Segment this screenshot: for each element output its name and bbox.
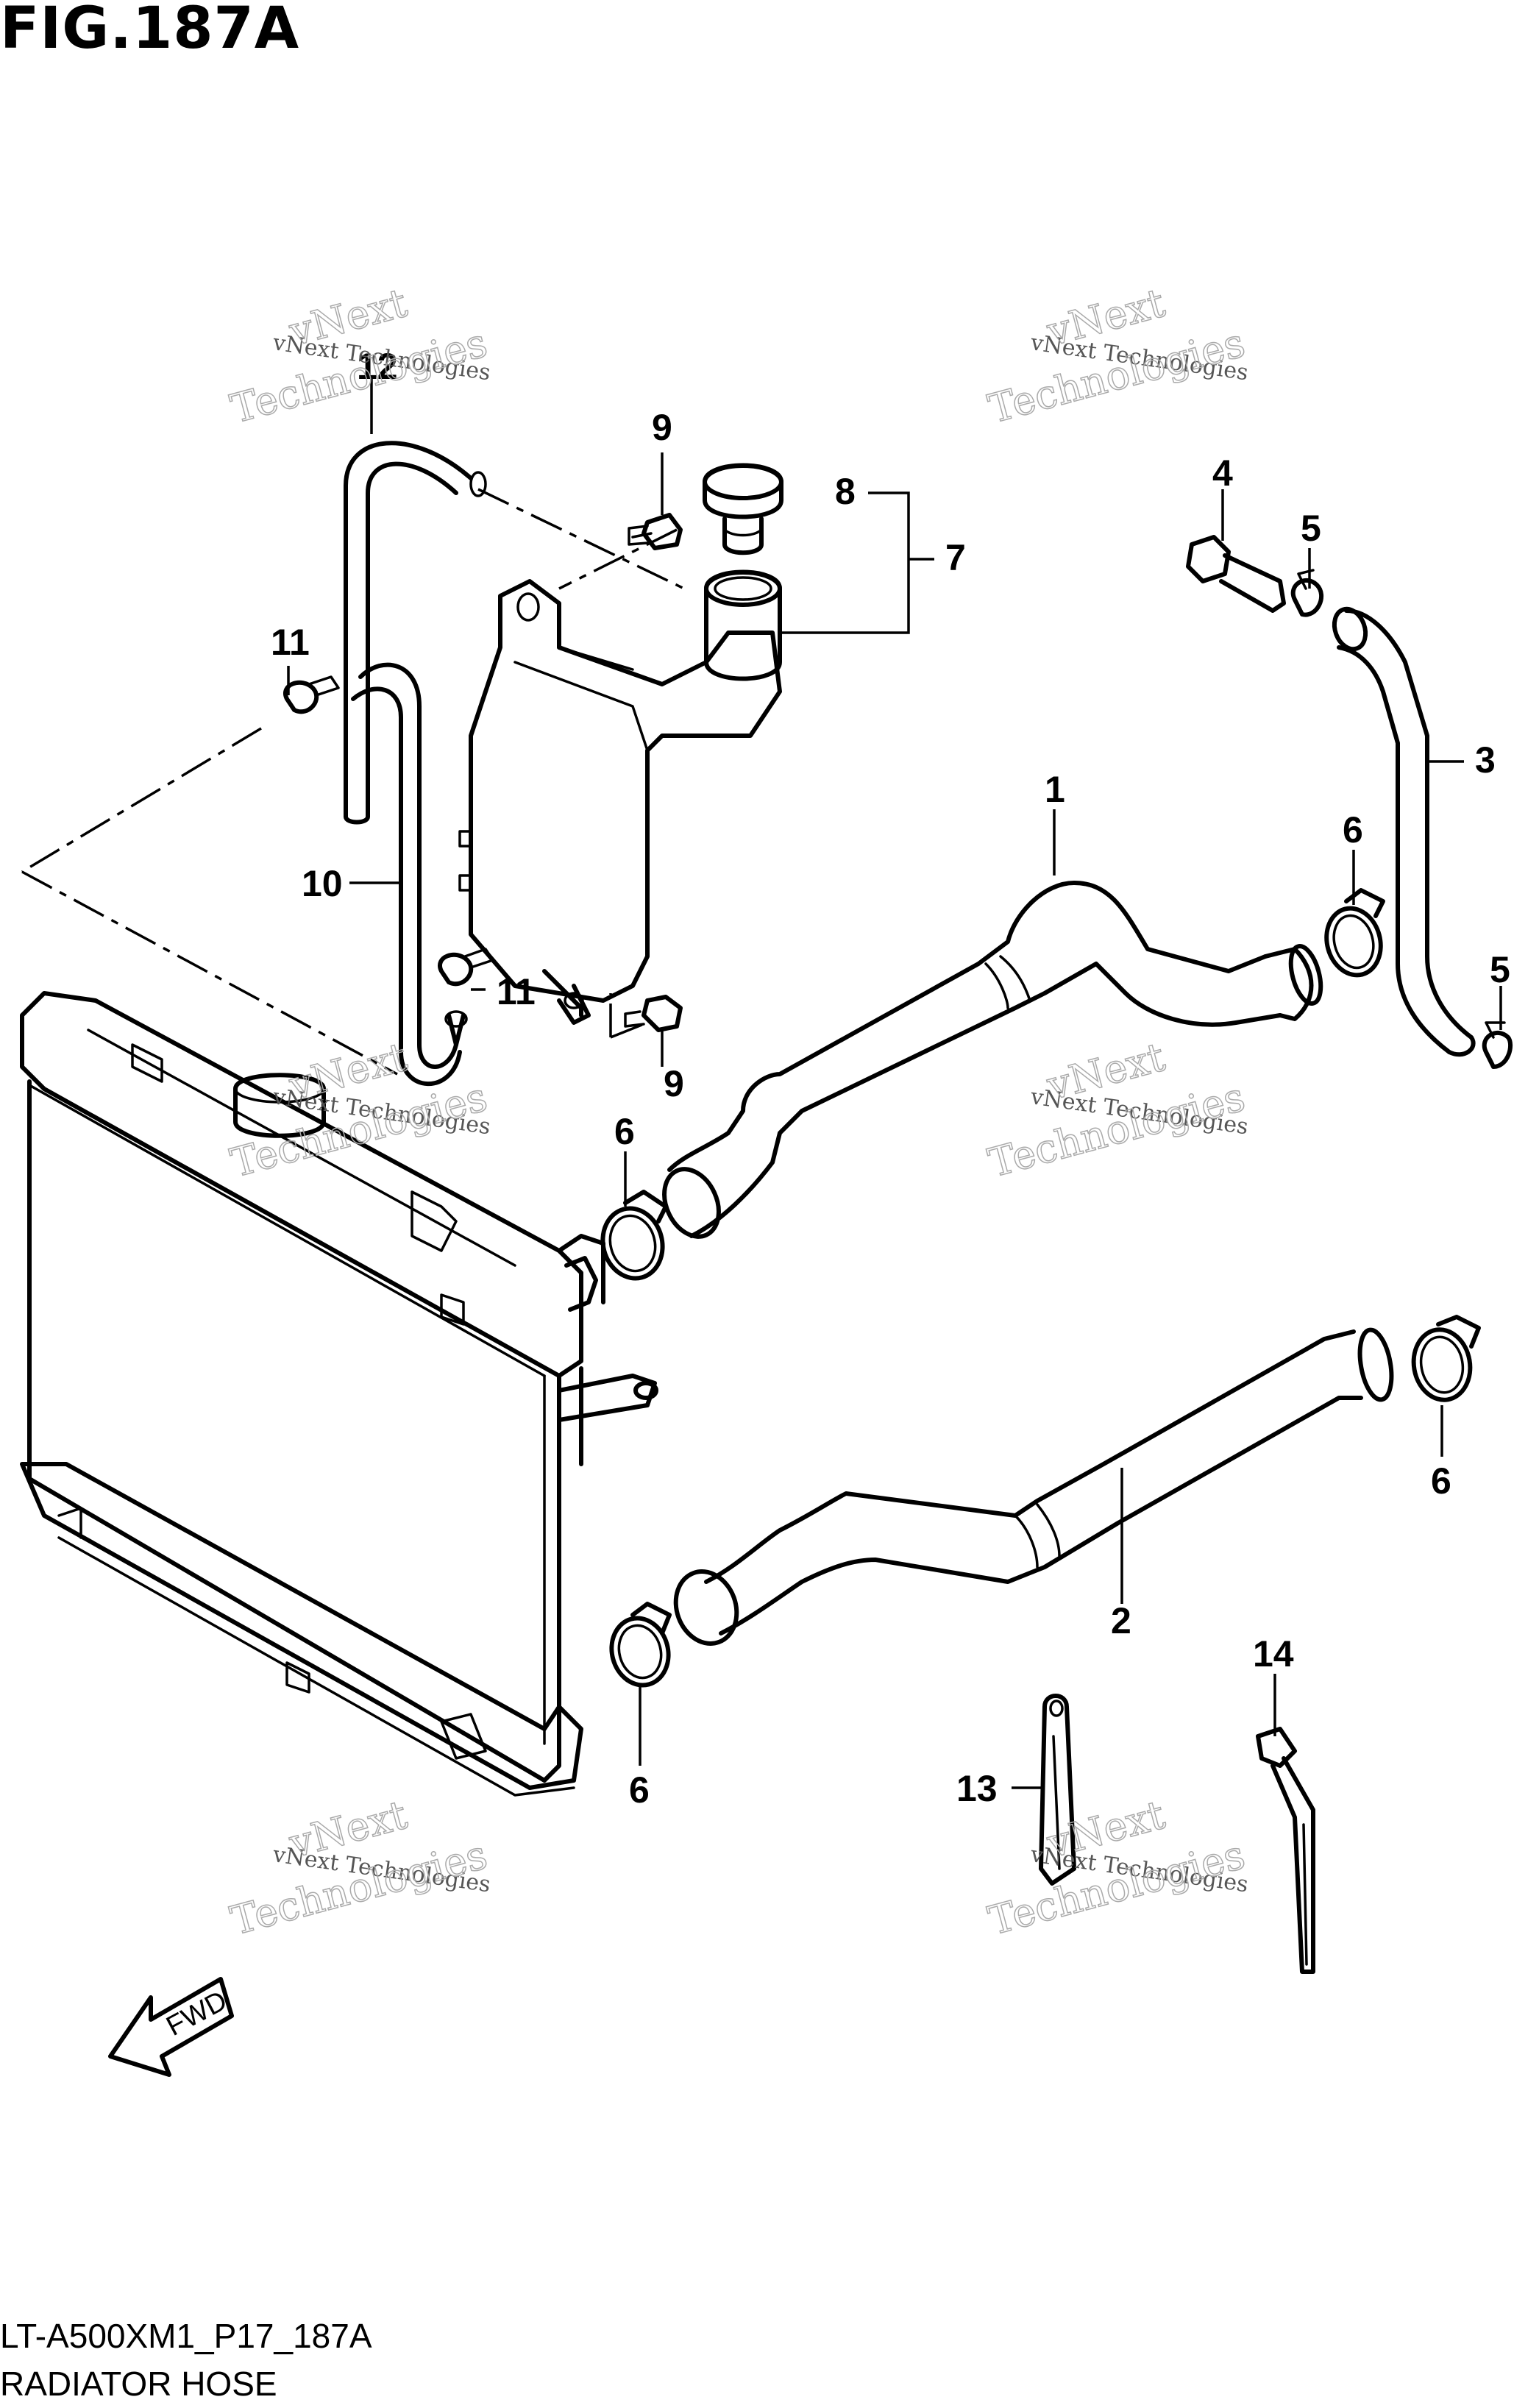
clamp-6-upper-left <box>600 1190 668 1281</box>
callout-11-upper: 11 <box>271 622 310 663</box>
callout-2: 2 <box>1111 1600 1131 1641</box>
callout-6-upper-left: 6 <box>614 1111 635 1152</box>
callout-9-upper: 9 <box>652 407 672 448</box>
callout-6-upper-right: 6 <box>1343 809 1363 850</box>
callout-14: 14 <box>1253 1633 1294 1674</box>
watermark-top-right: vNext Technologies vNext Technologies <box>983 279 1250 433</box>
figure-title: FIG.187A <box>0 0 300 62</box>
reference-lines <box>21 488 685 1076</box>
callout-11-lower: 11 <box>497 971 536 1012</box>
figure-caption: RADIATOR HOSE <box>0 2365 277 2403</box>
clamp-5-lower <box>1482 1021 1513 1069</box>
clamp-6-lower-right <box>1411 1315 1481 1402</box>
watermark-bottom-right: vNext Technologies vNext Technologies <box>983 1791 1250 1944</box>
callout-5-upper: 5 <box>1301 508 1321 549</box>
callout-5-lower: 5 <box>1490 949 1510 990</box>
clamp-11-upper <box>283 675 340 714</box>
bolt-upper <box>628 513 683 550</box>
callout-7: 7 <box>945 537 966 578</box>
hose-1 <box>662 881 1323 1239</box>
callout-13: 13 <box>956 1768 998 1809</box>
hose-3 <box>1332 606 1476 1057</box>
callout-10: 10 <box>302 863 343 904</box>
clamp-11-lower <box>438 948 494 987</box>
clip-13 <box>1039 1694 1076 1886</box>
leader-lines <box>287 375 1502 1789</box>
watermark-bottom-left: vNext Technologies vNext Technologies <box>225 1791 492 1944</box>
hose-12 <box>344 441 487 825</box>
fwd-arrow: FWD <box>108 1977 234 2077</box>
callouts: 1 2 3 4 5 5 6 6 6 6 7 8 9 9 10 11 11 12 … <box>271 346 1510 1811</box>
hose-10 <box>351 662 468 1087</box>
callout-6-lower-left: 6 <box>629 1769 650 1811</box>
callout-12: 12 <box>357 346 398 387</box>
radiator <box>20 991 658 1797</box>
hose-2 <box>673 1327 1394 1646</box>
reservoir-tank <box>458 569 782 1025</box>
watermark-middle-right: vNext Technologies vNext Technologies <box>983 1033 1250 1187</box>
reservoir-cap <box>703 463 783 555</box>
watermark-top-left: vNext Technologies vNext Technologies <box>225 279 492 433</box>
callout-4: 4 <box>1212 452 1233 494</box>
fitting-4 <box>1186 535 1286 613</box>
callout-6-lower-right: 6 <box>1431 1460 1451 1502</box>
bolt-lower <box>624 995 683 1032</box>
watermarks: vNext Technologies vNext Technologies vN… <box>225 279 1250 1944</box>
callout-8: 8 <box>835 471 856 512</box>
callout-1: 1 <box>1045 769 1065 810</box>
cable-tie-14 <box>1256 1727 1315 1974</box>
clamp-5-upper <box>1290 569 1323 617</box>
callout-3: 3 <box>1475 739 1496 781</box>
clamp-6-lower-left <box>609 1602 672 1688</box>
callout-9-lower: 9 <box>664 1063 684 1104</box>
model-code: LT-A500XM1_P17_187A <box>0 2317 372 2355</box>
